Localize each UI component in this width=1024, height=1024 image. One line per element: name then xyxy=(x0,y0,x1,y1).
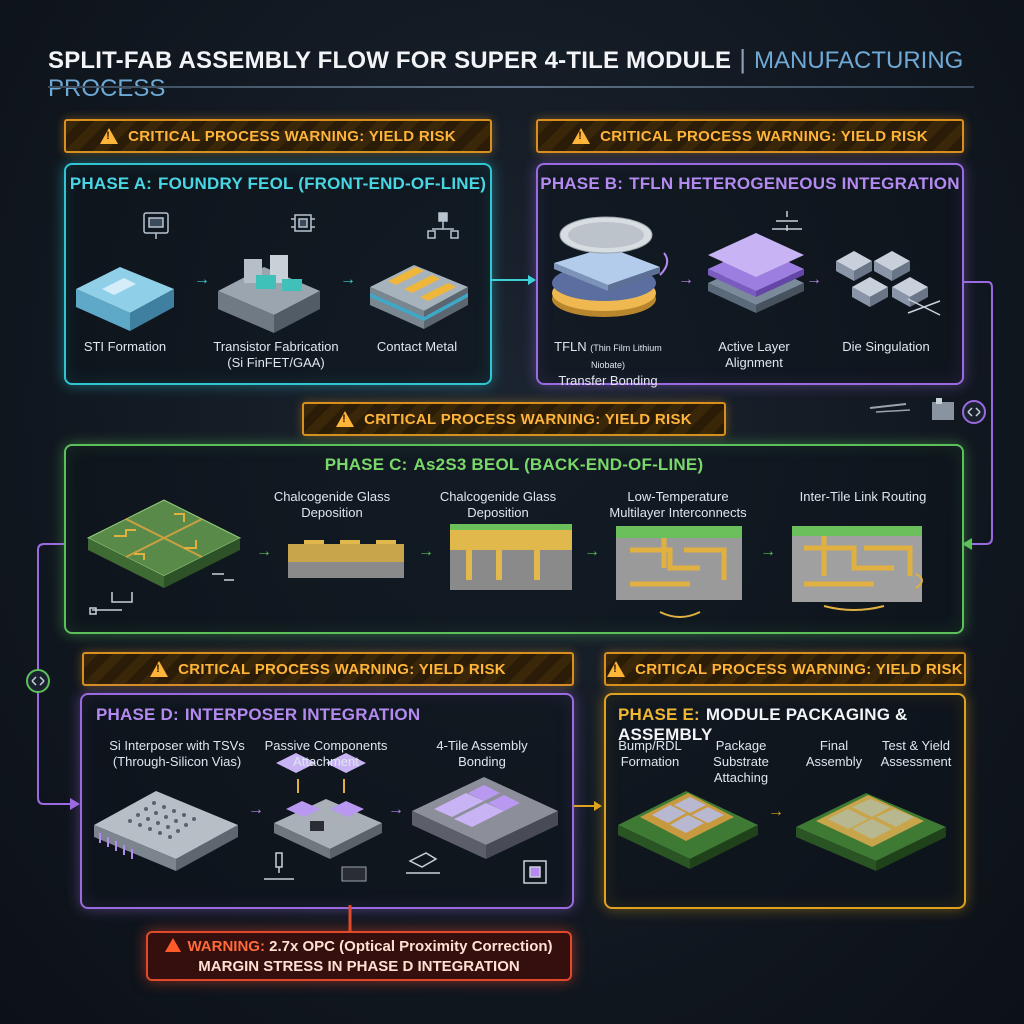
flow-arrow: → xyxy=(388,801,404,818)
flow-arrow: → xyxy=(584,543,600,560)
component-icon xyxy=(341,866,367,882)
flow-arrow: → xyxy=(256,543,272,560)
bump-rdl-package xyxy=(618,791,758,869)
passive-components xyxy=(274,753,382,859)
tile-assembly xyxy=(412,777,558,859)
dispenser-icon xyxy=(264,852,294,880)
phase-e-graphics xyxy=(618,791,946,871)
title-main: SPLIT-FAB ASSEMBLY FLOW FOR SUPER 4-TILE… xyxy=(48,47,732,74)
flow-node-icon xyxy=(89,573,234,615)
sti-block xyxy=(76,267,174,331)
warning-banner-a: CRITICAL PROCESS WARNING: YIELD RISK xyxy=(64,119,492,153)
page-title: SPLIT-FAB ASSEMBLY FLOW FOR SUPER 4-TILE… xyxy=(48,44,978,102)
flow-arrow: → xyxy=(806,271,822,288)
transistor-block xyxy=(218,255,320,333)
flow-arrow: → xyxy=(760,543,776,560)
deposition-1 xyxy=(288,540,404,578)
active-layer-stack xyxy=(708,233,804,313)
inter-tile-routing xyxy=(792,526,923,611)
align-icon xyxy=(772,211,802,231)
network-icon xyxy=(427,212,459,239)
alert-line-2: MARGIN STRESS IN PHASE D INTEGRATION xyxy=(198,958,520,975)
flow-arrow: → xyxy=(194,271,210,288)
flow-arrow: → xyxy=(678,271,694,288)
alert-line-1: WARNING: 2.7x OPC (Optical Proximity Cor… xyxy=(148,937,570,957)
warning-text: CRITICAL PROCESS WARNING: YIELD RISK xyxy=(600,127,928,145)
connector-a-b xyxy=(490,275,536,285)
warning-icon xyxy=(150,661,169,677)
wafer-stack xyxy=(552,216,669,317)
phase-d-title: PHASE D:INTERPOSER INTEGRATION xyxy=(96,705,421,724)
robot-arm-icon xyxy=(869,398,986,424)
flow-arrow: → xyxy=(340,271,356,288)
flow-arrow: → xyxy=(248,801,264,818)
phase-e-panel: PHASE E:MODULE PACKAGING & ASSEMBLY xyxy=(604,693,966,909)
warning-icon xyxy=(100,128,119,144)
warning-banner-d: CRITICAL PROCESS WARNING: YIELD RISK xyxy=(82,652,574,686)
alert-icon xyxy=(165,938,182,952)
phase-b-step-3-label: Die Singulation xyxy=(842,339,930,354)
monitor-icon xyxy=(143,212,169,239)
warning-icon xyxy=(336,411,355,427)
phase-b-graphics xyxy=(552,211,941,317)
connector-d-e xyxy=(574,801,602,811)
warning-icon xyxy=(572,128,591,144)
phase-a-step-2-label: Transistor Fabrication(Si FinFET/GAA) xyxy=(213,339,339,370)
warning-text: CRITICAL PROCESS WARNING: YIELD RISK xyxy=(635,660,963,678)
phase-b-step-1-label: TFLN (Thin Film Lithium Niobate)Transfer… xyxy=(554,339,662,388)
die-singulation xyxy=(836,251,928,307)
interconnects xyxy=(616,526,742,618)
phase-b-title: PHASE B:TFLN HETEROGENEOUS INTEGRATION xyxy=(540,174,960,193)
alert-connector xyxy=(348,905,352,931)
phase-a-step-3-label: Contact Metal xyxy=(376,339,458,354)
title-separator: | xyxy=(739,44,746,74)
deposition-2 xyxy=(450,524,572,590)
opc-warning-alert: WARNING: 2.7x OPC (Optical Proximity Cor… xyxy=(146,931,572,981)
flow-arrow: → xyxy=(768,803,784,820)
phase-e-title: PHASE E:MODULE PACKAGING & ASSEMBLY xyxy=(618,705,908,744)
warning-icon xyxy=(607,661,626,677)
warning-banner-c: CRITICAL PROCESS WARNING: YIELD RISK xyxy=(302,402,726,436)
final-assembly-package xyxy=(796,793,946,871)
phase-a-title: PHASE A:FOUNDRY FEOL (FRONT-END-OF-LINE) xyxy=(69,174,487,193)
warning-text: CRITICAL PROCESS WARNING: YIELD RISK xyxy=(178,660,506,678)
link-icon xyxy=(26,669,50,693)
contact-metal-block xyxy=(370,265,468,329)
connector-b-c xyxy=(962,281,993,550)
warning-text: CRITICAL PROCESS WARNING: YIELD RISK xyxy=(128,127,456,145)
connector-c-d xyxy=(26,543,80,810)
warning-banner-e: CRITICAL PROCESS WARNING: YIELD RISK xyxy=(604,652,966,686)
warning-text: CRITICAL PROCESS WARNING: YIELD RISK xyxy=(364,410,692,428)
scissors-icon xyxy=(907,298,941,316)
si-interposer xyxy=(94,791,238,871)
warning-banner-b: CRITICAL PROCESS WARNING: YIELD RISK xyxy=(536,119,964,153)
phase-c-title: PHASE C:As2S3 BEOL (BACK-END-OF-LINE) xyxy=(324,455,704,474)
phase-d-step-1-label: Si Interposer with TSVs(Through-Silicon … xyxy=(109,738,245,769)
title-rule xyxy=(48,86,974,88)
title-subtitle: MANUFACTURING PROCESS xyxy=(48,47,964,102)
phase-a-step-1-label: STI Formation xyxy=(83,339,167,354)
phase-c-graphics xyxy=(86,499,923,618)
flow-arrow: → xyxy=(418,543,434,560)
phase-a-graphics xyxy=(76,212,468,333)
phase-d-graphics xyxy=(94,753,558,884)
chip-icon xyxy=(291,214,315,232)
phase-c-step-4-label: Inter-Tile Link Routing xyxy=(799,489,927,504)
tile-grid xyxy=(86,499,242,588)
